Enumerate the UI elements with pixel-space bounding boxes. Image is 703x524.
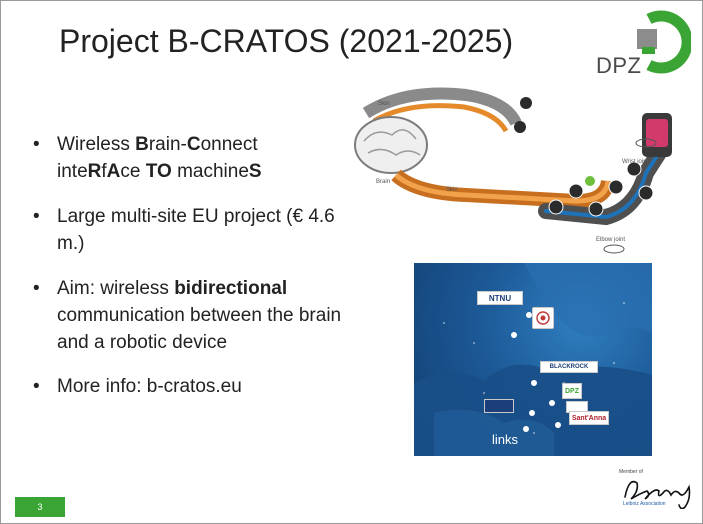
- badge-partner-blue: [484, 399, 514, 413]
- leibniz-logo: Member of Leibniz Association: [619, 463, 697, 519]
- bullet-bcratos-acronym: • Wireless Brain-Connect inteRfAce TO ma…: [31, 131, 361, 185]
- page-number: 3: [15, 497, 65, 517]
- label-skin-top: Skin: [378, 101, 390, 107]
- seal-icon: [536, 311, 550, 325]
- bullet-bold: S: [248, 161, 262, 182]
- bullet-text: More info: b-cratos.eu: [57, 376, 242, 397]
- brain-robot-diagram: Skin Brain Skin Muscle Wrist joint Elbow…: [346, 83, 681, 263]
- map-background: [414, 263, 652, 456]
- dpz-logo-text: DPZ: [596, 53, 642, 78]
- dpz-logo: DPZ: [591, 9, 693, 81]
- brain-robot-illustration: Skin Brain Skin Muscle Wrist joint Elbow…: [354, 87, 672, 254]
- label-elbow-joint: Elbow joint: [596, 237, 625, 243]
- label-wrist-joint: Wrist joint: [622, 159, 649, 165]
- slide-title: Project B-CRATOS (2021-2025): [59, 23, 514, 59]
- leibniz-association-label: Leibniz Association: [623, 501, 666, 507]
- bullet-bold: A: [106, 161, 121, 182]
- badge-santanna: Sant'Anna: [569, 411, 609, 425]
- bullet-text: f: [101, 161, 107, 182]
- bullet-more-info: • More info: b-cratos.eu: [31, 373, 361, 400]
- bullet-bold: bidirectional: [174, 278, 288, 299]
- badge-university-seal: [532, 307, 554, 329]
- dpz-logo-mark: [637, 10, 693, 74]
- label-muscle: Muscle: [458, 203, 478, 209]
- bullet-bold: C: [186, 134, 201, 155]
- bullet-text: Wireless: [57, 134, 136, 155]
- badge-ntnu: NTNU: [477, 291, 523, 305]
- leibniz-member-label: Member of: [619, 469, 643, 475]
- bullet-text: inte: [57, 161, 88, 182]
- bullet-text: ce: [120, 161, 146, 182]
- bullet-bold: R: [87, 161, 102, 182]
- bullet-aim: • Aim: wireless bidirectional communicat…: [31, 275, 361, 356]
- bullet-marker: •: [33, 134, 40, 155]
- partner-map: NTNU BLACKROCK DPZ Sant'Anna links: [414, 263, 652, 456]
- bullet-text: rain-: [148, 134, 187, 155]
- leibniz-signature: [624, 480, 691, 509]
- badge-blackrock: BLACKROCK: [540, 361, 598, 373]
- label-skin: Skin: [446, 187, 458, 193]
- bullet-marker: •: [33, 376, 40, 397]
- bullet-bold: TO: [145, 161, 172, 182]
- bullet-eu-project: • Large multi-site EU project (€ 4.6 m.): [31, 203, 361, 257]
- bullet-text: machine: [171, 161, 249, 182]
- bullet-text: communication between the brain and a ro…: [57, 305, 342, 353]
- bullet-bold: B: [135, 134, 149, 155]
- bullet-text: Aim: wireless: [57, 278, 175, 299]
- bullet-marker: •: [33, 278, 40, 299]
- bullet-marker: •: [33, 206, 40, 227]
- bullet-text: onnect: [200, 134, 258, 155]
- bullet-text: Large multi-site EU project (€ 4.6 m.): [57, 206, 335, 254]
- brain-icon: [354, 116, 428, 174]
- bullet-list: • Wireless Brain-Connect inteRfAce TO ma…: [31, 131, 361, 400]
- badge-dpz: DPZ: [562, 383, 582, 399]
- label-brain: Brain: [376, 179, 390, 185]
- badge-links: links: [491, 431, 518, 447]
